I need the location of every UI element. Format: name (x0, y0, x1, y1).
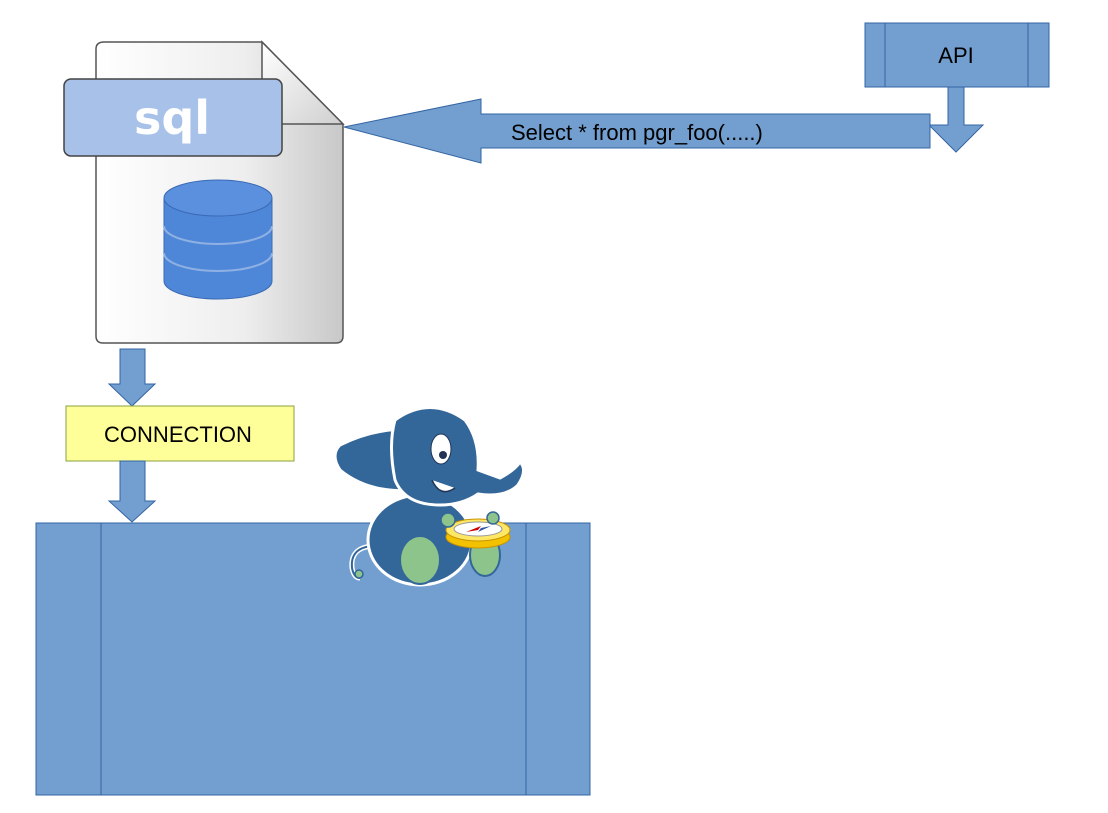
sql-file-icon: sql (63, 40, 345, 344)
sql-tab (63, 78, 283, 157)
api-block: API (864, 22, 1050, 88)
connection-box: CONNECTION (65, 405, 295, 462)
sql-label: sql (134, 91, 210, 145)
database-block (35, 522, 591, 796)
api-down-arrow (927, 86, 985, 153)
database-icon (163, 179, 273, 300)
postgresql-elephant-icon (333, 406, 525, 587)
query-arrow: Select * from pgr_foo(.....) (343, 98, 931, 164)
connection-to-db-arrow (107, 460, 157, 523)
sql-to-connection-arrow (107, 348, 157, 407)
query-text: Select * from pgr_foo(.....) (511, 120, 763, 145)
api-label: API (938, 43, 973, 68)
connection-label: CONNECTION (104, 422, 252, 447)
